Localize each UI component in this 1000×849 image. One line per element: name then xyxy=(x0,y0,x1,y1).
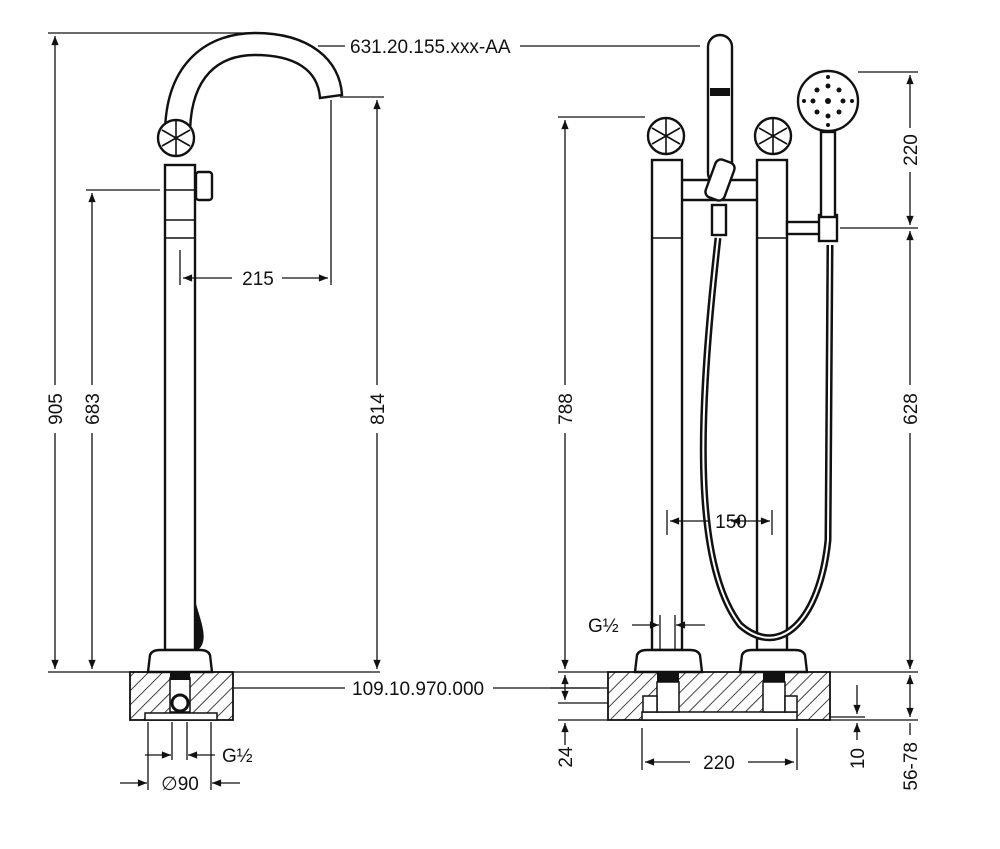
dim-683: 683 xyxy=(83,393,104,425)
dim-788: 788 xyxy=(556,393,577,425)
dim-150: 150 xyxy=(715,512,747,533)
dim-905: 905 xyxy=(46,393,67,425)
part-number-rough-in: 109.10.970.000 xyxy=(352,679,484,700)
dim-diameter-90: ∅90 xyxy=(161,774,199,795)
shower-holder xyxy=(817,213,839,243)
left-faucet-view xyxy=(129,31,344,721)
dim-814: 814 xyxy=(368,393,389,425)
dim-10: 10 xyxy=(848,748,869,769)
dim-215: 215 xyxy=(242,269,274,290)
shower-handle xyxy=(819,130,837,219)
base-cover xyxy=(146,648,214,674)
right-dimensions: 788 24 150 G½ 220 10 220 6 xyxy=(550,71,922,791)
lever-handle xyxy=(194,170,214,202)
dim-24: 24 xyxy=(556,746,577,768)
lever xyxy=(704,158,736,202)
part-number-faucet: 631.20.155.xxx-AA xyxy=(350,37,511,58)
left-base-cover xyxy=(633,648,704,674)
right-base-cover xyxy=(738,648,809,674)
left-dimensions: 905 683 814 215 631.20.155.xxx-AA 109.10… xyxy=(45,32,700,795)
dim-56-78: 56-78 xyxy=(901,742,922,791)
shower-nozzles xyxy=(802,75,854,127)
dim-g-half-left: G½ xyxy=(222,746,253,767)
hose-tail xyxy=(195,600,204,650)
shower-holder-arm xyxy=(785,220,824,236)
right-faucet-view xyxy=(607,33,860,721)
dim-628: 628 xyxy=(901,393,922,425)
dim-220-bottom: 220 xyxy=(703,753,735,774)
left-column xyxy=(650,158,684,652)
right-column xyxy=(755,158,789,652)
dim-220-top: 220 xyxy=(901,134,922,166)
spout xyxy=(163,31,344,137)
dim-g-half-right: G½ xyxy=(588,616,619,637)
